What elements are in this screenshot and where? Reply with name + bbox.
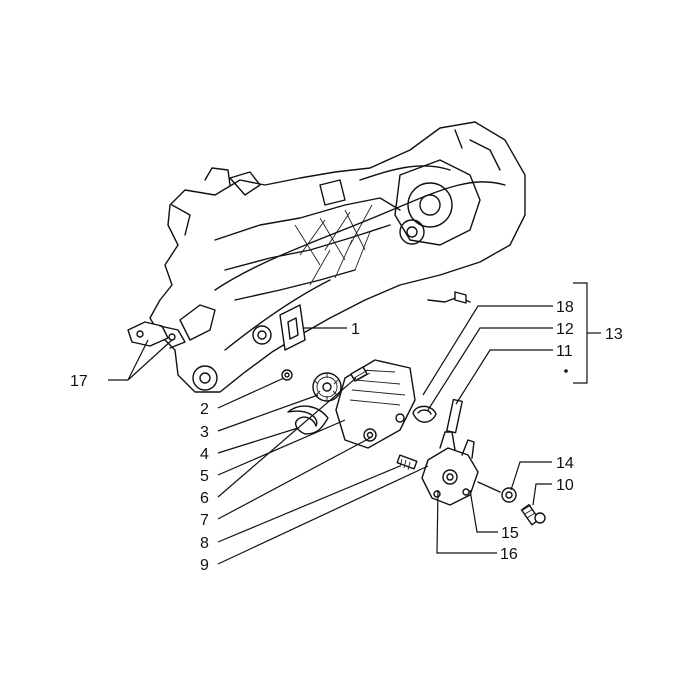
part-2-nut — [281, 369, 293, 381]
part-11-pin — [446, 398, 463, 434]
crankcase-housing — [149, 121, 526, 393]
callout-3: 3 — [200, 424, 209, 441]
part-8-bolt — [396, 454, 418, 471]
callout-10: 10 — [556, 477, 574, 494]
callout-7: 7 — [200, 512, 209, 529]
callout-16: 16 — [500, 546, 518, 563]
callout-6: 6 — [200, 490, 209, 507]
leader-lines — [108, 282, 601, 565]
callout-14: 14 — [556, 455, 574, 472]
part-6-screw — [350, 366, 371, 382]
part-10-bolt — [520, 504, 546, 526]
callout-17: 17 — [70, 373, 88, 390]
callout-18: 18 — [556, 299, 574, 316]
callout-12: 12 — [556, 321, 574, 338]
assembly-axis-line — [477, 481, 501, 493]
callout-15: 15 — [501, 525, 519, 542]
part-15-pump-body — [421, 431, 479, 506]
part-3-gear — [312, 372, 342, 402]
callout-13: 13 — [605, 326, 623, 343]
part-18-clip — [427, 291, 471, 304]
callout-4: 4 — [200, 446, 209, 463]
callout-9: 9 — [200, 557, 209, 574]
callout-5: 5 — [200, 468, 209, 485]
callout-11: 11 — [556, 343, 573, 360]
callout-1: 1 — [351, 321, 360, 338]
part-5-pump-cover — [335, 359, 416, 449]
callout-8: 8 — [200, 535, 209, 552]
part-14-washer — [501, 487, 517, 503]
part-12-seal — [412, 405, 437, 423]
part-17-clamp — [127, 321, 186, 349]
callout-2: 2 — [200, 401, 209, 418]
callout-labels: 1 2 3 4 5 6 7 8 9 10 11 12 13 14 15 16 1… — [70, 299, 623, 574]
